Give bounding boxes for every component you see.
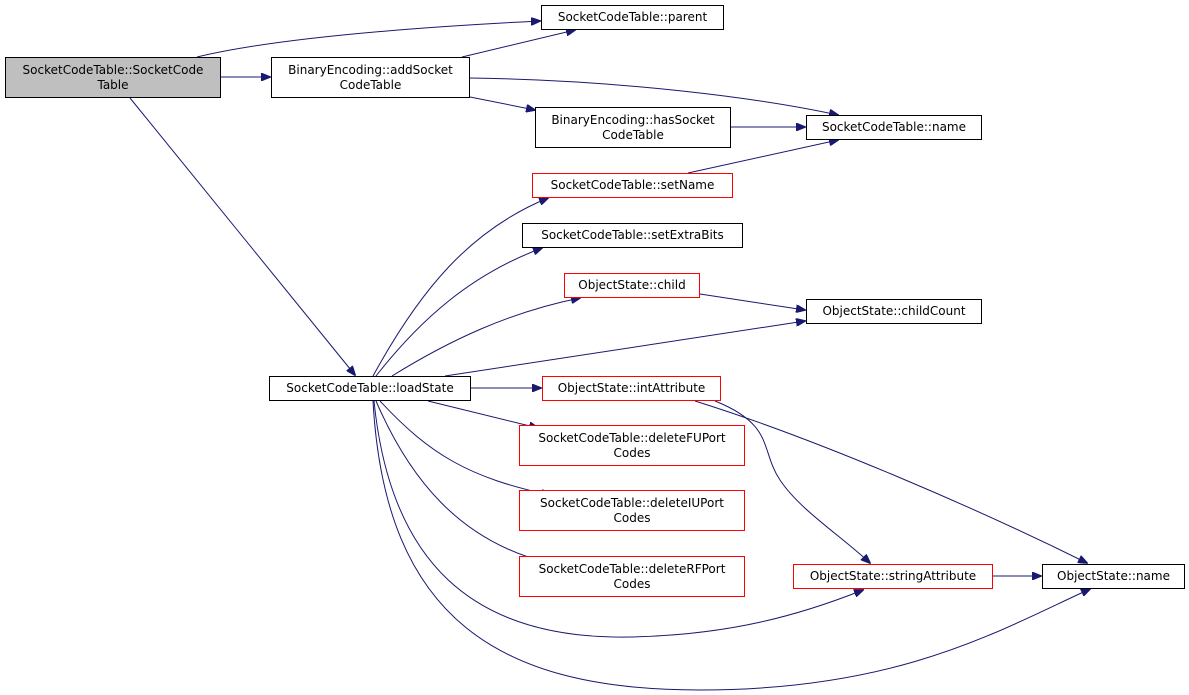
edge-intAttribute-to-osName [694, 400, 1087, 563]
edge-loadState-to-deleteRF [375, 400, 545, 562]
edge-loadState-to-stringAttribute [373, 400, 863, 638]
node-childCount[interactable]: ObjectState::childCount [806, 299, 982, 324]
node-child[interactable]: ObjectState::child [564, 273, 700, 298]
node-osName[interactable]: ObjectState::name [1042, 564, 1185, 589]
node-sctName[interactable]: SocketCodeTable::name [806, 115, 982, 140]
node-parent[interactable]: SocketCodeTable::parent [541, 5, 724, 30]
edge-loadState-to-deleteFU [427, 400, 538, 428]
edge-loadState-to-childCount [444, 321, 805, 377]
node-root: SocketCodeTable::SocketCode Table [5, 57, 221, 98]
edge-setName-to-sctName [687, 140, 838, 174]
edge-loadState-to-child [391, 298, 580, 377]
edge-loadState-to-deleteIU [379, 400, 550, 495]
node-deleteRF[interactable]: SocketCodeTable::deleteRFPort Codes [519, 556, 745, 597]
edge-loadState-to-osName [372, 400, 1090, 691]
node-loadState[interactable]: SocketCodeTable::loadState [269, 376, 471, 401]
node-addSocket[interactable]: BinaryEncoding::addSocket CodeTable [271, 57, 470, 98]
node-intAttribute[interactable]: ObjectState::intAttribute [542, 376, 721, 401]
node-setName[interactable]: SocketCodeTable::setName [532, 173, 733, 198]
edge-child-to-childCount [699, 293, 805, 310]
node-deleteFU[interactable]: SocketCodeTable::deleteFUPort Codes [519, 425, 745, 466]
edge-loadState-to-setName [372, 198, 548, 377]
edge-loadState-to-setExtraBits [375, 248, 542, 377]
edge-addSocket-to-sctName [469, 77, 838, 115]
node-deleteIU[interactable]: SocketCodeTable::deleteIUPort Codes [519, 490, 745, 531]
edge-addSocket-to-parent [461, 30, 575, 58]
node-hasSocket[interactable]: BinaryEncoding::hasSocket CodeTable [535, 107, 731, 148]
node-stringAttribute[interactable]: ObjectState::stringAttribute [793, 564, 993, 589]
edge-intAttribute-to-stringAttribute [714, 400, 870, 563]
edge-addSocket-to-hasSocket [469, 96, 535, 110]
edge-root-to-parent [196, 21, 540, 58]
node-setExtraBits[interactable]: SocketCodeTable::setExtraBits [522, 223, 743, 248]
edge-root-to-loadState [129, 97, 355, 375]
